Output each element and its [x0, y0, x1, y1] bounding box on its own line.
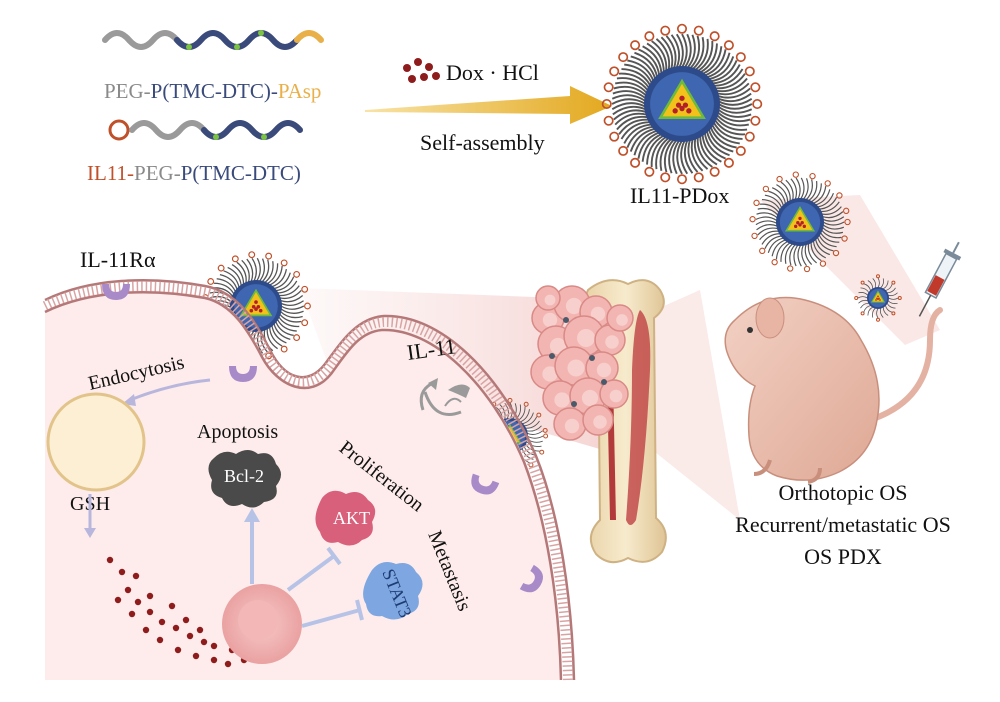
- polymer-2-label: IL11-PEG-P(TMC-DTC): [87, 161, 301, 185]
- bcl2-protein: [208, 450, 281, 508]
- dox-label: Dox · HCl: [446, 60, 539, 85]
- il11-receptor-icon: [102, 284, 130, 300]
- cell-membrane-inner: [44, 290, 563, 681]
- mouse-leg: [753, 459, 772, 476]
- micelles-layer: [60, 23, 902, 642]
- mouse-illustration: [724, 296, 943, 484]
- self-assembly-label: Self-assembly: [420, 130, 545, 155]
- cell-membrane-hatch: [42, 281, 573, 681]
- apoptosis-arrowhead: [244, 508, 260, 522]
- bcl2-label: Bcl-2: [224, 466, 264, 486]
- il11-cytokine-icon: [419, 378, 470, 416]
- stat3-protein: [363, 562, 423, 620]
- polymer-2-peg-segment: [129, 120, 207, 140]
- il11-pdox-micelle-large: [601, 23, 763, 185]
- mouse-body: [724, 296, 880, 481]
- polymer-2-peg-text: PEG-: [134, 161, 181, 185]
- nucleus-inner: [238, 600, 278, 640]
- akt-inhibition-line: [286, 554, 336, 592]
- gsh-arrowhead: [84, 528, 96, 538]
- mouse-leg: [807, 467, 822, 484]
- syringe-icon: [918, 241, 962, 317]
- polymer-2-dtc-marker: [261, 134, 267, 140]
- il11-pdox-micelle-medium: [749, 171, 851, 273]
- mouse-ear: [755, 297, 785, 339]
- model-orthotopic-label: Orthotopic OS: [779, 480, 908, 505]
- model-recurrent-label: Recurrent/metastatic OS: [735, 512, 951, 537]
- akt-label: AKT: [333, 508, 370, 528]
- cell-interior: [45, 290, 562, 680]
- polymer-1-ptmc-text: P(TMC-DTC)-: [151, 79, 278, 103]
- dox-particles-icon: [403, 58, 440, 83]
- polymer-1-label: PEG-P(TMC-DTC)-PAsp: [104, 79, 321, 103]
- polymer-1-dtc-marker: [258, 30, 264, 36]
- polymer-1-dtc-marker: [186, 44, 192, 50]
- il11-receptor-icon: [471, 473, 500, 495]
- polymer-2-il11-text: IL11-: [87, 161, 134, 185]
- mouse-eye: [747, 327, 753, 333]
- polymer-1-peg-segment: [102, 30, 180, 50]
- released-dox-particles: [106, 556, 248, 668]
- mouse-tail: [867, 307, 943, 423]
- muscle: [626, 310, 651, 525]
- polymer-1-diagram: [102, 30, 324, 50]
- model-pdx-label: OS PDX: [804, 544, 882, 569]
- polymer-2-diagram: [108, 119, 303, 141]
- cell: [42, 278, 576, 681]
- endocytosis-arrow: [129, 378, 211, 402]
- il11-receptor-icon: [519, 564, 543, 593]
- polymer-1-dtc-marker: [234, 44, 240, 50]
- akt-inhibition-bar: [326, 546, 342, 566]
- tumor-mass: [530, 285, 634, 441]
- apoptosis-label: Apoptosis: [197, 421, 278, 443]
- il11-receptor-icon: [229, 366, 257, 382]
- polymer-1-pasp-segment: [294, 30, 324, 43]
- polymer-2-il11-ligand: [108, 119, 130, 141]
- stat3-inhibition-line: [301, 608, 361, 628]
- stat3-inhibition-bar: [355, 599, 364, 621]
- cell-membrane-outer: [44, 278, 576, 681]
- polymer-2-dtc-marker: [213, 134, 219, 140]
- receptor-label: IL-11Rα: [80, 247, 156, 272]
- polymer-2-ptmc-segment: [201, 120, 303, 140]
- il11-pdox-micelle-small: [854, 274, 902, 322]
- polymer-1-pasp-text: PAsp: [278, 79, 322, 103]
- polymer-2-ptmc-text: P(TMC-DTC): [181, 161, 301, 185]
- akt-protein: [315, 490, 376, 546]
- product-label: IL11-PDox: [630, 183, 729, 208]
- self-assembly-arrow: [365, 86, 612, 124]
- polymer-1-peg-text: PEG-: [104, 79, 151, 103]
- endosome: [46, 392, 146, 492]
